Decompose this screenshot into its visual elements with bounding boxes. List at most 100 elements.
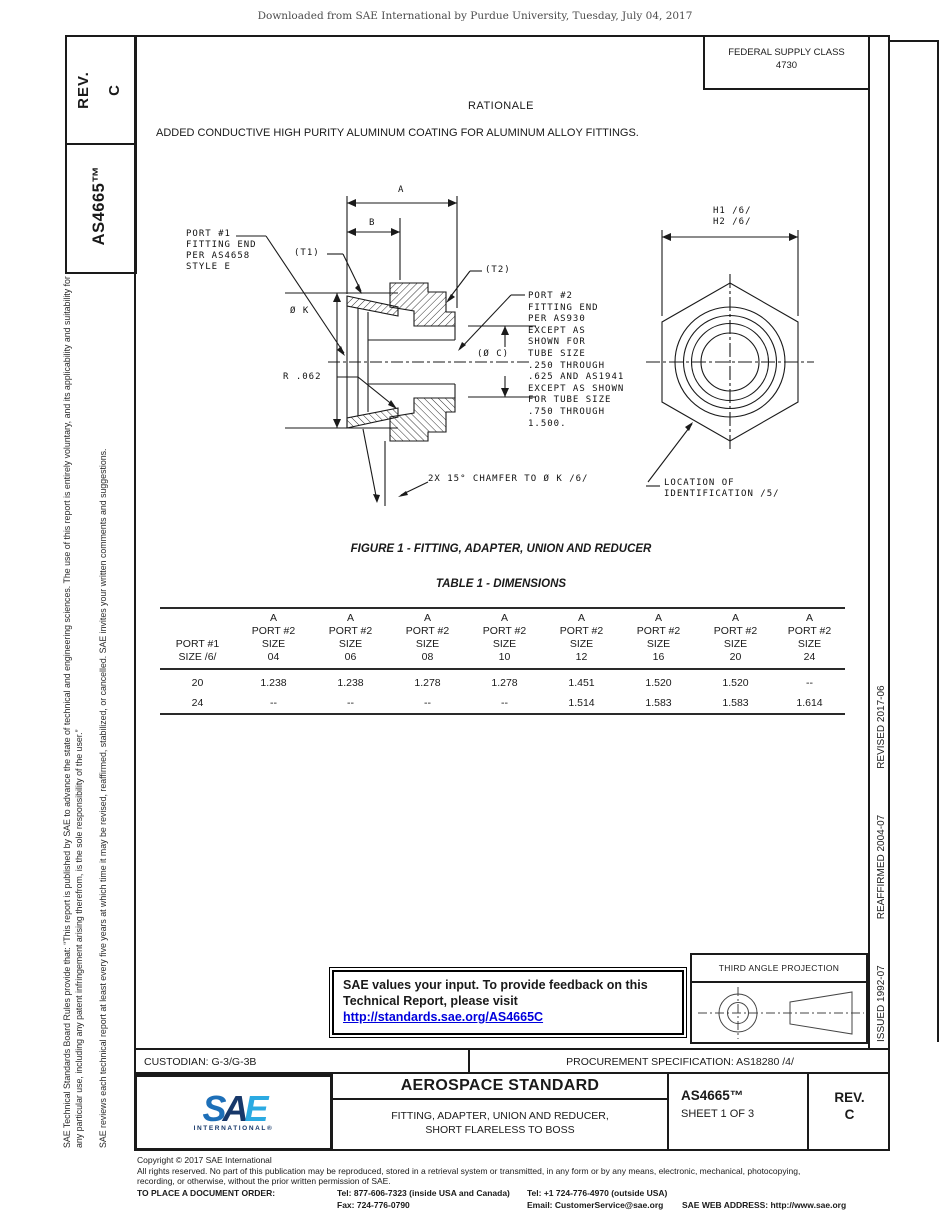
rev-cell-label: REV. [834, 1090, 865, 1105]
third-angle-projection-label: THIRD ANGLE PROJECTION [692, 955, 866, 983]
third-angle-projection-icon [698, 987, 864, 1039]
fsc-label: FEDERAL SUPPLY CLASS [728, 47, 845, 58]
table-caption: TABLE 1 - DIMENSIONS [435, 578, 567, 590]
cell: 1.451 [568, 677, 595, 689]
logo-letter-a: A [222, 1087, 249, 1129]
logo-letter-e: E [244, 1087, 269, 1129]
disclaimer-standards-board: SAE Technical Standards Board Rules prov… [62, 276, 84, 1148]
col-size16-header: A PORT #2 SIZE 16 [620, 608, 697, 670]
doc-number-cell: AS4665™ SHEET 1 OF 3 [667, 1074, 807, 1151]
col-size10-header: A PORT #2 SIZE 10 [466, 608, 543, 670]
dimensions-table: PORT #1 SIZE /6/ A PORT #2 SIZE 04 A POR… [160, 607, 845, 715]
history-revised: REVISED 2017-06 [875, 685, 887, 769]
cell: 1.583 [645, 697, 672, 709]
col-port1-header: PORT #1 SIZE /6/ [160, 608, 235, 670]
web-address: SAE WEB ADDRESS: http://www.sae.org [682, 1200, 847, 1210]
t2-label: (T2) [484, 265, 512, 276]
fax-number: Fax: 724-776-0790 [337, 1200, 410, 1210]
col-size04-header: A PORT #2 SIZE 04 [235, 608, 312, 670]
rationale-text: ADDED CONDUCTIVE HIGH PURITY ALUMINUM CO… [156, 127, 639, 139]
port2-note: PORT #2 FITTING END PER AS930 EXCEPT AS … [528, 291, 625, 429]
custodian-cell: CUSTODIAN: G-3/G-3B [134, 1050, 470, 1072]
tel-outside: Tel: +1 724-776-4970 (outside USA) [527, 1188, 668, 1198]
cell: 1.520 [645, 677, 672, 689]
row-port1-size: 24 [191, 697, 204, 709]
history-reaffirmed: REAFFIRMED 2004-07 [875, 814, 887, 920]
dia-k-label: Ø K [289, 306, 311, 317]
table-header-row: PORT #1 SIZE /6/ A PORT #2 SIZE 04 A POR… [160, 608, 845, 670]
feedback-box: SAE values your input. To provide feedba… [329, 967, 687, 1038]
cell: 1.238 [260, 677, 287, 689]
doc-number: AS4665™ [681, 1088, 744, 1103]
rationale-title: RATIONALE [467, 100, 535, 112]
cell: -- [501, 697, 508, 709]
dim-a-label: A [398, 185, 405, 195]
third-angle-projection-box: THIRD ANGLE PROJECTION [690, 953, 868, 1044]
rev-label: REV. [75, 71, 92, 109]
t1-label: (T1) [293, 248, 321, 259]
cell: 1.278 [414, 677, 441, 689]
cell: -- [347, 697, 354, 709]
cell: -- [270, 697, 277, 709]
outer-right-border [890, 40, 939, 1042]
hex-dim-labels: H1 /6/ H2 /6/ [713, 206, 752, 227]
history-issued: ISSUED 1992-07 [875, 965, 887, 1042]
procurement-cell: PROCUREMENT SPECIFICATION: AS18280 /4/ [566, 1056, 794, 1068]
cell: 1.614 [796, 697, 823, 709]
title-block: SAE INTERNATIONAL® AEROSPACE STANDARD FI… [134, 1072, 890, 1151]
email-address: Email: CustomerService@sae.org [527, 1200, 664, 1210]
location-note: LOCATION OF IDENTIFICATION /5/ [664, 478, 780, 499]
copyright-line: Copyright © 2017 SAE International [137, 1155, 272, 1165]
cell: -- [424, 697, 431, 709]
port1-note: PORT #1 FITTING END PER AS4658 STYLE E [186, 229, 257, 272]
download-banner: Downloaded from SAE International by Pur… [257, 10, 693, 22]
sae-logo-subtext: INTERNATIONAL® [193, 1124, 274, 1132]
federal-supply-class-box: FEDERAL SUPPLY CLASS 4730 [703, 35, 868, 90]
dia-c-label: (Ø C) [476, 349, 511, 360]
table-row: 24 -- -- -- -- 1.514 1.583 1.583 1.614 [160, 693, 845, 714]
cell: 1.278 [491, 677, 518, 689]
col-size24-header: A PORT #2 SIZE 24 [774, 608, 845, 670]
radius-label: R .062 [282, 372, 323, 383]
fsc-value: 4730 [775, 60, 798, 71]
standard-title-cell: AEROSPACE STANDARD FITTING, ADAPTER, UNI… [333, 1074, 667, 1151]
figure-1-drawing: A B PORT #1 FITTING END PER AS4658 STYLE… [164, 185, 864, 520]
chamfer-note: 2X 15° CHAMFER TO Ø K /6/ [428, 474, 589, 484]
col-size06-header: A PORT #2 SIZE 06 [312, 608, 389, 670]
col-size20-header: A PORT #2 SIZE 20 [697, 608, 774, 670]
main-frame [134, 35, 890, 1151]
feedback-link[interactable]: http://standards.sae.org/AS4665C [343, 1010, 544, 1024]
doc-number-vertical: AS4665™ [90, 165, 108, 246]
rev-box-text: REV. C [67, 37, 131, 143]
doc-number-box [65, 143, 137, 274]
logo-letter-s: S [202, 1087, 226, 1129]
dim-b-label: B [369, 218, 376, 228]
row-port1-size: 20 [191, 677, 204, 689]
rev-value: C [106, 84, 123, 96]
revision-history: ISSUED 1992-07 REAFFIRMED 2004-07 REVISE… [871, 597, 891, 1042]
sheet-number: SHEET 1 OF 3 [681, 1108, 755, 1120]
rev-box [65, 35, 137, 149]
standard-kind: AEROSPACE STANDARD [333, 1074, 667, 1100]
cell: -- [806, 677, 813, 689]
cell: 1.238 [337, 677, 364, 689]
cell: 1.520 [722, 677, 749, 689]
standard-subtitle: FITTING, ADAPTER, UNION AND REDUCER, SHO… [391, 1110, 609, 1136]
order-label: TO PLACE A DOCUMENT ORDER: [137, 1188, 276, 1198]
feedback-line2: Technical Report, please visit [343, 994, 518, 1008]
dimensions-table-wrap: PORT #1 SIZE /6/ A PORT #2 SIZE 04 A POR… [160, 607, 845, 715]
cell: 1.583 [722, 697, 749, 709]
sae-logo: SAE INTERNATIONAL® [134, 1074, 333, 1151]
copyright-block: Copyright © 2017 SAE International All r… [137, 1155, 937, 1187]
admin-row: CUSTODIAN: G-3/G-3B PROCUREMENT SPECIFIC… [134, 1048, 890, 1072]
inner-right-rule [868, 35, 870, 1048]
cell: 1.514 [568, 697, 595, 709]
tel-inside: Tel: 877-606-7323 (inside USA and Canada… [337, 1188, 510, 1198]
margin-disclaimer: SAE Technical Standards Board Rules prov… [62, 273, 132, 1148]
col-size08-header: A PORT #2 SIZE 08 [389, 608, 466, 670]
col-size12-header: A PORT #2 SIZE 12 [543, 608, 620, 670]
sae-logo-letters: SAE [202, 1090, 268, 1126]
figure-caption: FIGURE 1 - FITTING, ADAPTER, UNION AND R… [350, 543, 652, 555]
fitting-drawing-geometry [236, 196, 814, 506]
